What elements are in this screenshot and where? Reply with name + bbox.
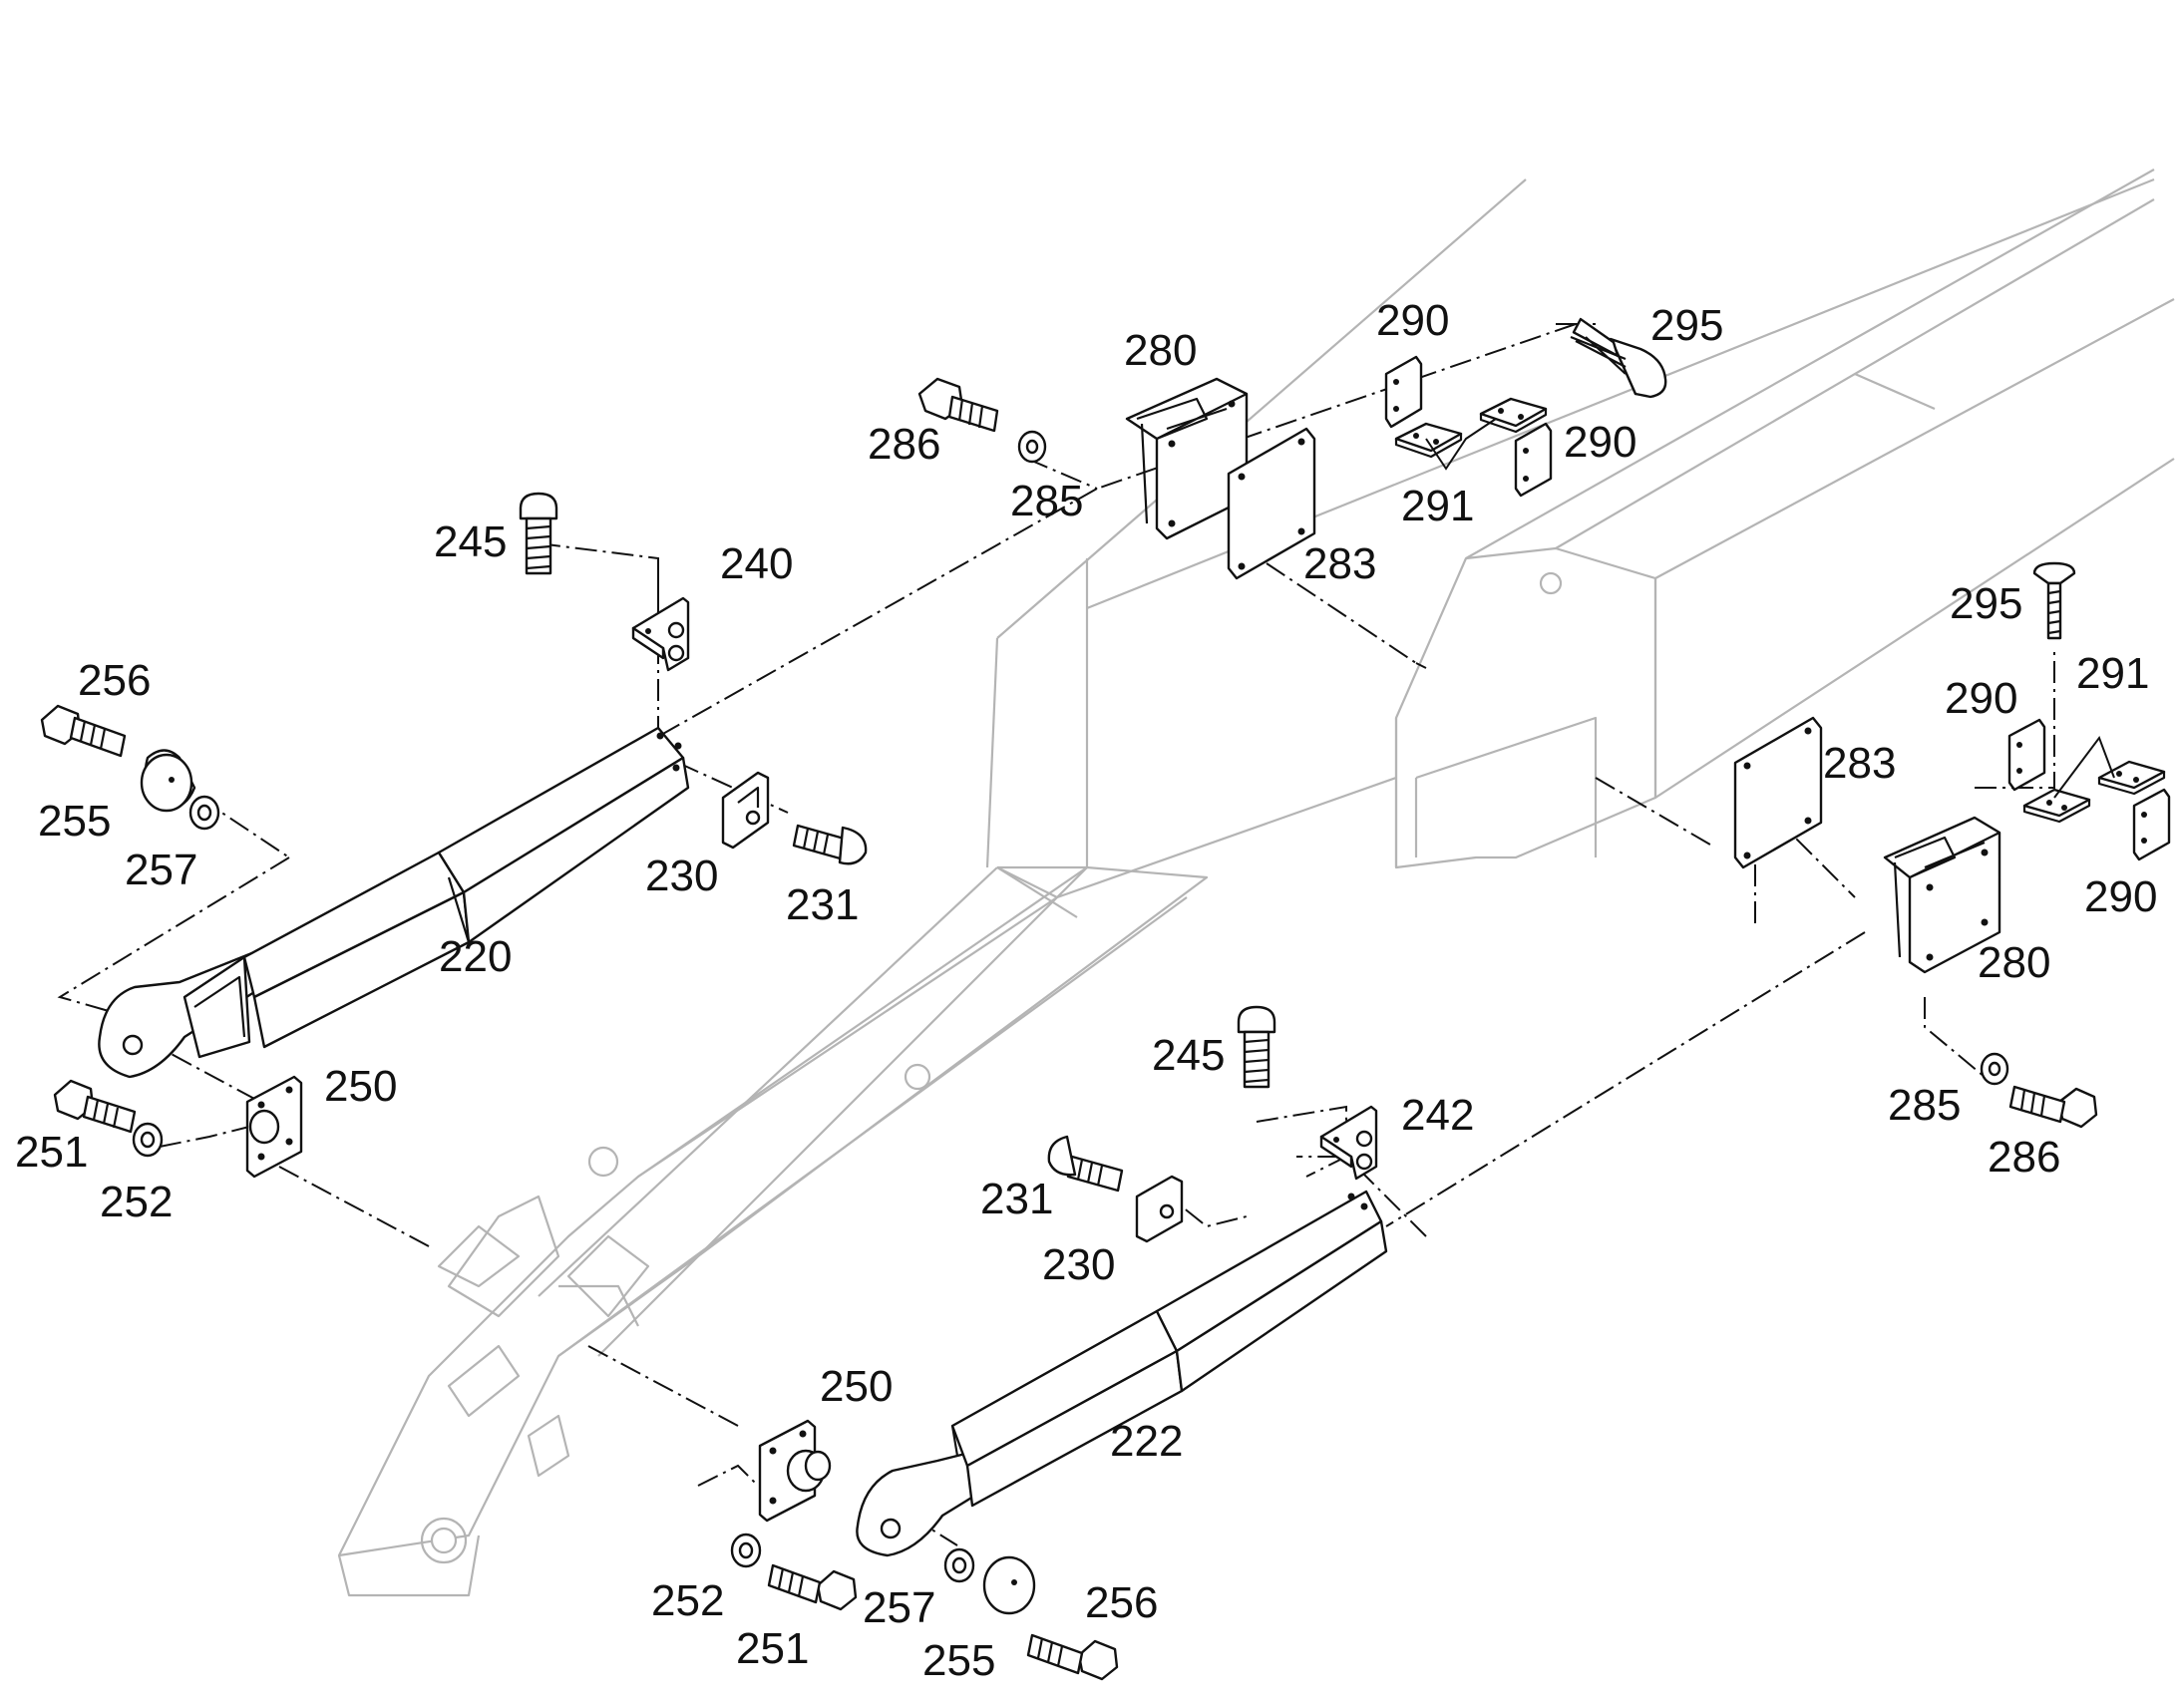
callout-252: 252 — [651, 1576, 724, 1625]
callout-240: 240 — [720, 539, 793, 588]
part-245-bolt-lower — [1237, 1005, 1276, 1089]
part-222-arm — [856, 1190, 1388, 1557]
callout-257: 257 — [863, 1583, 935, 1632]
callout-252: 252 — [100, 1178, 173, 1226]
callout-245: 245 — [434, 517, 507, 566]
part-256-bolt-upper — [40, 704, 127, 758]
part-290-plate-d — [2132, 788, 2171, 861]
part-256-bolt-lower — [1026, 1633, 1119, 1681]
callout-257: 257 — [125, 846, 197, 894]
part-231-bolt-upper — [792, 824, 868, 865]
leader-lines — [1425, 418, 2115, 799]
part-290-plate-a — [1384, 355, 1423, 429]
callout-250: 250 — [324, 1062, 397, 1111]
part-286-bolt-upper — [917, 377, 999, 433]
callout-245: 245 — [1152, 1031, 1225, 1080]
callout-256: 256 — [1085, 1578, 1158, 1627]
part-240-bracket — [631, 596, 690, 672]
callout-220: 220 — [439, 932, 512, 981]
part-250-plate-lower — [758, 1419, 832, 1523]
part-285-washer-lower — [1980, 1052, 2009, 1086]
lower-boom-ghost — [337, 865, 1209, 1597]
part-252-washer-upper — [132, 1122, 164, 1158]
callout-291: 291 — [1401, 482, 1474, 530]
callout-285: 285 — [1888, 1081, 1961, 1130]
callout-280: 280 — [1978, 938, 2050, 987]
callout-286: 286 — [1988, 1133, 2060, 1182]
callout-251: 251 — [15, 1128, 88, 1177]
part-231-bolt-lower — [1047, 1135, 1124, 1193]
callout-290: 290 — [1945, 674, 2017, 723]
callout-222: 222 — [1110, 1417, 1183, 1466]
part-257-washer-lower — [943, 1547, 975, 1583]
part-251-bolt-lower — [767, 1563, 858, 1611]
part-220-arm — [98, 726, 690, 1079]
part-257-washer-upper — [188, 795, 220, 831]
part-252-washer-lower — [730, 1533, 762, 1568]
callout-255: 255 — [38, 797, 111, 846]
callout-283: 283 — [1823, 739, 1896, 788]
part-255-spacer-upper — [140, 749, 196, 813]
part-291-plate-b — [1479, 397, 1548, 434]
callout-295: 295 — [1650, 301, 1723, 350]
callout-283: 283 — [1303, 539, 1376, 588]
part-255-spacer-lower — [982, 1555, 1036, 1615]
callout-280: 280 — [1124, 326, 1197, 375]
part-290-plate-c — [2007, 718, 2046, 792]
callout-230: 230 — [645, 852, 718, 900]
callout-231: 231 — [786, 880, 859, 929]
callout-255: 255 — [922, 1636, 995, 1685]
part-285-washer-upper — [1017, 430, 1047, 464]
callout-256: 256 — [78, 656, 151, 705]
upper-boom-ghost — [1394, 169, 2175, 869]
callout-286: 286 — [868, 420, 940, 469]
callout-290: 290 — [2084, 872, 2157, 921]
part-280-bracket-lower — [1883, 816, 2001, 974]
callout-290: 290 — [1564, 418, 1636, 467]
callout-230: 230 — [1042, 1240, 1115, 1289]
part-283-plate-upper — [1227, 427, 1316, 580]
callout-290: 290 — [1376, 296, 1449, 345]
part-291-plate-c — [2022, 788, 2091, 824]
boom-arm-outline — [538, 177, 2155, 1357]
callout-231: 231 — [980, 1175, 1053, 1223]
part-280-bracket-upper — [1125, 377, 1249, 540]
callout-251: 251 — [736, 1624, 809, 1673]
part-286-bolt-lower — [2008, 1085, 2098, 1129]
part-242-bracket — [1319, 1105, 1378, 1181]
callout-250: 250 — [820, 1362, 893, 1411]
part-291-plate-d — [2097, 760, 2166, 796]
callout-labels: 220 222 230 230 231 231 240 242 245 245 … — [15, 296, 2157, 1685]
part-230-clip-lower — [1135, 1175, 1184, 1243]
callout-285: 285 — [1010, 477, 1083, 525]
part-283-plate-lower — [1733, 716, 1823, 869]
part-291-plate-a — [1394, 422, 1463, 459]
part-295-bolt-lower — [2032, 561, 2076, 640]
part-295-bolt-upper — [1570, 317, 1667, 399]
callout-295: 295 — [1950, 579, 2022, 628]
part-230-clip-upper — [721, 771, 770, 850]
part-290-plate-b — [1514, 422, 1553, 498]
part-245-bolt-upper — [519, 492, 558, 575]
part-250-plate-upper — [245, 1075, 303, 1179]
part-251-bolt-upper — [53, 1079, 137, 1134]
callout-242: 242 — [1401, 1091, 1474, 1140]
callout-291: 291 — [2076, 649, 2149, 698]
